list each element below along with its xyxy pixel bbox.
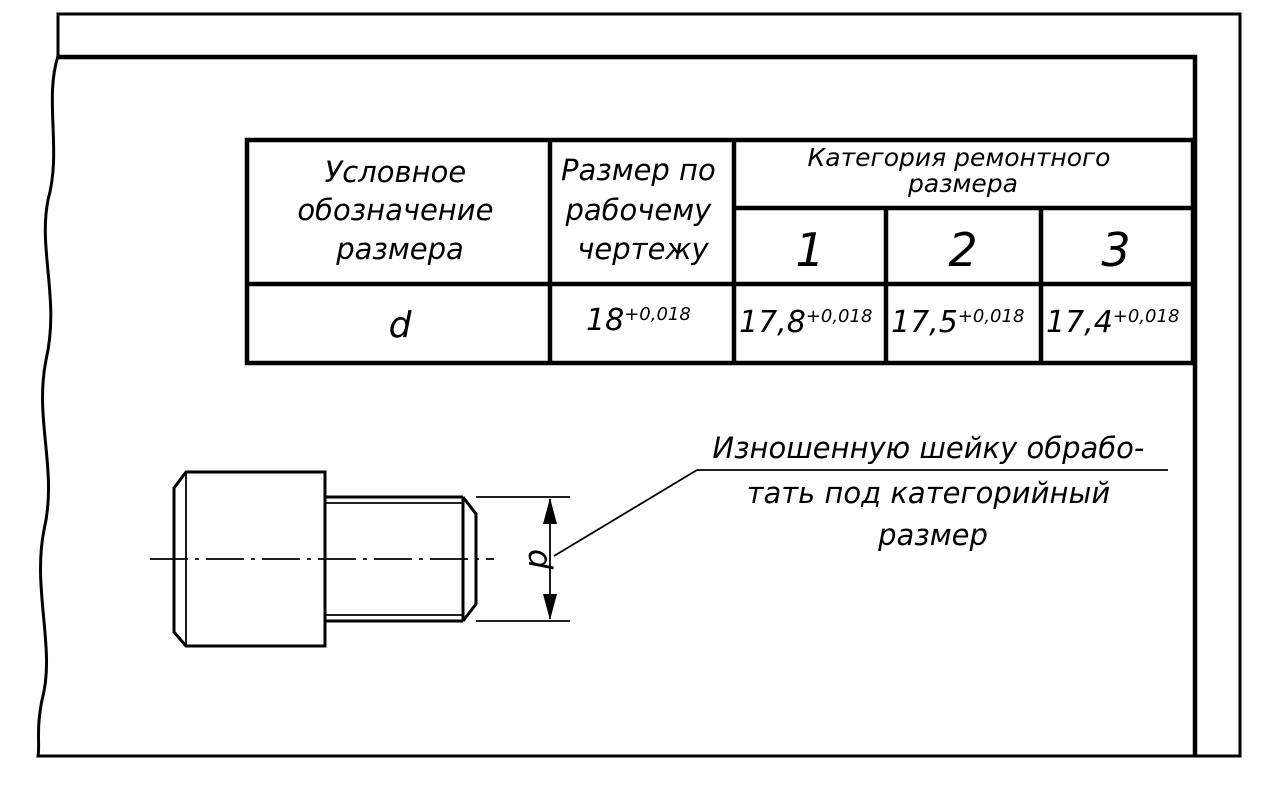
category-1-value: 17,8+0,018 <box>739 305 872 340</box>
dimension-label: d <box>521 549 559 570</box>
category-1: 1 <box>795 223 824 277</box>
drawing-size-value: 18+0,018 <box>586 303 691 338</box>
header-drawing-size: Размер по рабочему чертежу <box>561 153 725 266</box>
paper-outline <box>36 12 1242 758</box>
category-2-value: 17,5+0,018 <box>891 305 1024 340</box>
header-designation: Условное обозначение размера <box>297 155 502 266</box>
dimension-arrow-top <box>543 498 557 524</box>
dimension-d: d <box>476 496 570 622</box>
category-3: 3 <box>1101 223 1130 277</box>
designation-value: d <box>389 305 413 346</box>
note-text: Изношенную шейку обрабо- тать под катего… <box>712 431 1153 552</box>
category-3-value: 17,4+0,018 <box>1046 305 1179 340</box>
repair-size-table: Условное обозначение размера Размер по р… <box>244 137 1196 366</box>
frame-border <box>58 54 1198 756</box>
dimension-arrow-bottom <box>543 594 557 620</box>
leader-note: Изношенную шейку обрабо- тать под катего… <box>553 431 1168 557</box>
header-repair-category: Категория ремонтного размера <box>808 143 1119 198</box>
category-2: 2 <box>948 223 977 277</box>
shaft-part-drawing <box>150 470 494 648</box>
